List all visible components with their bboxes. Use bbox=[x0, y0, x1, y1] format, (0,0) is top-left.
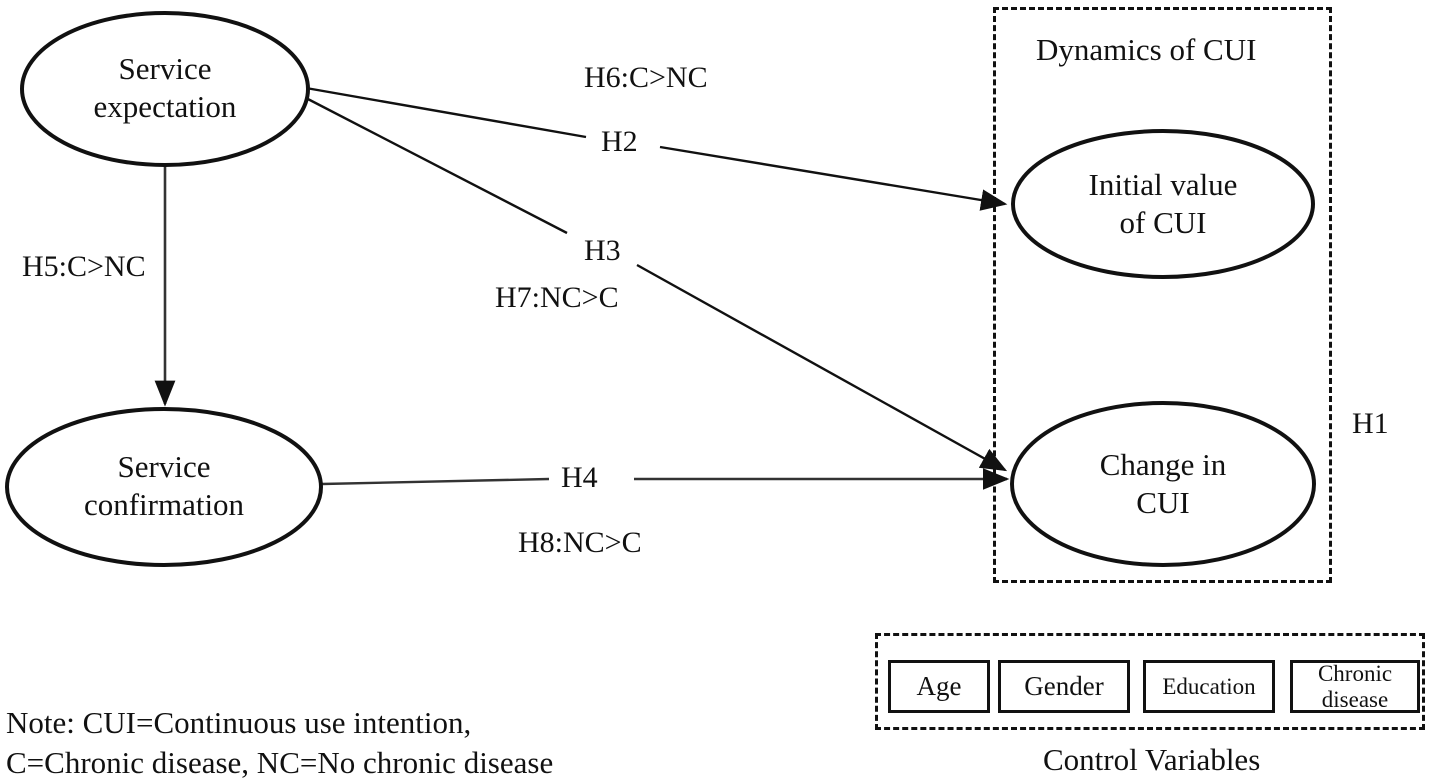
group-control-variables bbox=[875, 633, 1425, 730]
node-change-in-cui[interactable] bbox=[1010, 401, 1316, 567]
edge-label-h7: H7:NC>C bbox=[495, 281, 619, 314]
group-dynamics-of-cui bbox=[993, 7, 1332, 583]
node-service-expectation[interactable] bbox=[20, 11, 310, 167]
edge-label-h6: H6:C>NC bbox=[584, 61, 708, 94]
node-initial-value-of-cui[interactable] bbox=[1011, 129, 1315, 279]
edge-label-h3: H3 bbox=[584, 234, 621, 267]
control-box-education-label: Education bbox=[1162, 673, 1256, 699]
diagram-note: Note: CUI=Continuous use intention, C=Ch… bbox=[6, 705, 554, 780]
node-service-confirmation[interactable] bbox=[5, 407, 323, 567]
edge-label-h2: H2 bbox=[601, 125, 638, 158]
control-box-age[interactable]: Age bbox=[888, 660, 990, 713]
edge-h4 bbox=[321, 468, 1010, 490]
edge-h2 bbox=[305, 86, 1008, 211]
edge-label-h8: H8:NC>C bbox=[518, 526, 642, 559]
group-control-variables-title: Control Variables bbox=[1043, 742, 1261, 777]
control-box-gender-label: Gender bbox=[1024, 670, 1104, 701]
control-box-chronic-disease[interactable]: Chronic disease bbox=[1290, 660, 1420, 713]
control-box-age-label: Age bbox=[916, 670, 962, 701]
control-box-gender[interactable]: Gender bbox=[998, 660, 1130, 713]
edge-label-h5: H5:C>NC bbox=[22, 250, 146, 283]
edge-label-h4: H4 bbox=[561, 461, 598, 494]
control-box-education[interactable]: Education bbox=[1143, 660, 1275, 713]
edge-label-h1: H1 bbox=[1352, 407, 1389, 440]
edge-h3 bbox=[303, 95, 1008, 472]
group-dynamics-of-cui-title: Dynamics of CUI bbox=[1036, 32, 1257, 67]
control-box-chronic-disease-label: Chronic disease bbox=[1317, 661, 1393, 712]
